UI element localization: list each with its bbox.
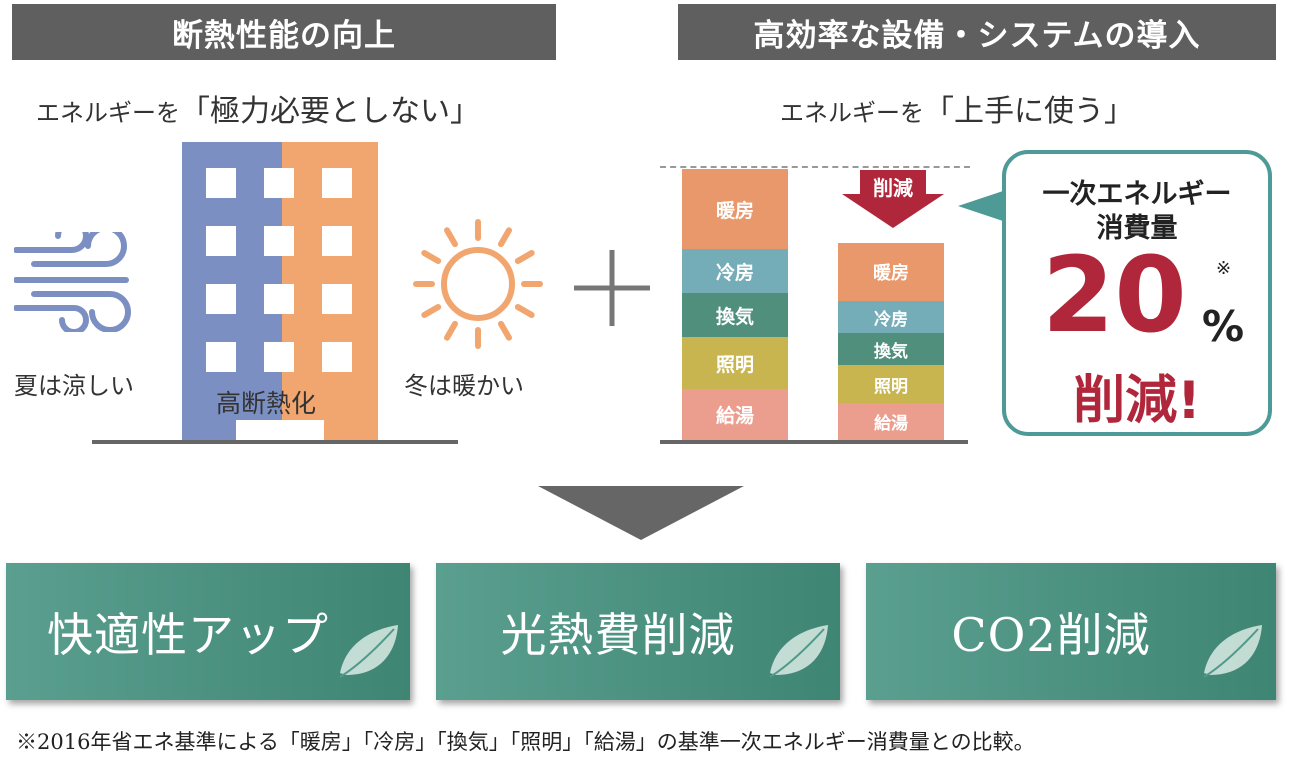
before-bar-lighting-label: 照明 xyxy=(715,353,754,376)
result-panel-energy-cost-label: 光熱費削減 xyxy=(500,607,736,662)
before-bar-heating-label: 暖房 xyxy=(715,199,754,222)
building-window xyxy=(264,226,294,256)
sun-ray xyxy=(421,304,442,318)
building-window xyxy=(322,168,352,198)
after-bar-ventilation-label: 換気 xyxy=(874,341,908,362)
after-bar: 暖房 冷房 換気 照明 給湯 xyxy=(838,243,944,440)
right-header: 高効率な設備・システムの導入 xyxy=(678,4,1276,60)
building-window xyxy=(206,284,236,314)
before-bar-ventilation: 換気 xyxy=(682,293,788,337)
building-window xyxy=(322,226,352,256)
plus-icon xyxy=(574,250,650,326)
result-panel-co2: CO2削減 xyxy=(866,563,1276,700)
left-header-text: 断熱性能の向上 xyxy=(172,17,396,54)
reduction-arrow: 削減 xyxy=(842,170,944,228)
before-bar-ventilation-label: 換気 xyxy=(715,305,754,328)
after-bar-heating: 暖房 xyxy=(838,243,944,301)
wind-caption: 夏は涼しい xyxy=(14,372,134,400)
leaf-icon xyxy=(769,625,828,678)
sun-ray xyxy=(444,320,458,341)
before-bar-hot-water: 給湯 xyxy=(682,389,788,440)
building-window xyxy=(206,342,236,372)
baseline-dashed-line xyxy=(660,166,970,168)
savings-callout: 一次エネルギー 消費量 20 % ※ 削減! xyxy=(1002,150,1272,436)
after-bar-ventilation: 換気 xyxy=(838,333,944,365)
result-panel-energy-cost: 光熱費削減 xyxy=(436,563,840,700)
right-subtitle-main: 「上手に使う」 xyxy=(924,94,1134,129)
before-bar-lighting: 照明 xyxy=(682,337,788,389)
result-panel-comfort-label: 快適性アップ xyxy=(47,607,329,662)
sun-ray xyxy=(498,320,512,341)
reduction-arrow-label: 削減 xyxy=(873,176,913,200)
sun-ray xyxy=(498,227,512,248)
building-caption: 高断熱化 xyxy=(216,389,317,418)
result-panel-comfort: 快適性アップ xyxy=(6,563,410,700)
down-arrow-icon xyxy=(842,170,944,228)
after-bar-lighting: 照明 xyxy=(838,365,944,403)
before-bar-hot-water-label: 給湯 xyxy=(715,405,754,427)
building-window xyxy=(264,342,294,372)
after-bar-hot-water: 給湯 xyxy=(838,403,944,440)
right-subtitle-prefix: エネルギーを xyxy=(780,99,924,127)
before-bar-cooling: 冷房 xyxy=(682,249,788,293)
leaf-icon xyxy=(339,625,398,678)
result-panel-co2-label: CO2削減 xyxy=(951,607,1151,662)
right-subtitle: エネルギーを「上手に使う」 xyxy=(780,86,1134,130)
sun-ray xyxy=(444,227,458,248)
sun-ray xyxy=(514,304,535,318)
after-bar-heating-label: 暖房 xyxy=(873,263,909,284)
before-bar-cooling-label: 冷房 xyxy=(715,261,754,284)
after-bar-cooling: 冷房 xyxy=(838,301,944,333)
right-ground-line xyxy=(660,440,968,444)
callout-note-mark: ※ xyxy=(1216,258,1232,279)
building-window xyxy=(206,226,236,256)
after-bar-hot-water-label: 給湯 xyxy=(874,414,908,434)
left-subtitle-main: 「極力必要としない」 xyxy=(180,94,480,129)
building-entrance xyxy=(236,420,324,442)
left-header: 断熱性能の向上 xyxy=(12,4,556,60)
building-window xyxy=(264,168,294,198)
callout-title-line2: 消費量 xyxy=(1096,213,1178,244)
left-subtitle-prefix: エネルギーを xyxy=(36,99,180,127)
building-window xyxy=(322,284,352,314)
right-header-text: 高効率な設備・システムの導入 xyxy=(753,17,1201,54)
sun-ray xyxy=(514,250,535,264)
sun-caption: 冬は暖かい xyxy=(404,372,524,400)
callout-unit: % xyxy=(1202,302,1245,351)
before-bar: 暖房 冷房 換気 照明 給湯 xyxy=(682,169,788,440)
sun-ray xyxy=(421,250,442,264)
callout-title-line1: 一次エネルギー xyxy=(1042,179,1232,210)
building xyxy=(182,142,378,442)
after-bar-cooling-label: 冷房 xyxy=(874,309,908,330)
callout-pointer xyxy=(958,190,1006,222)
callout-action: 削減! xyxy=(1073,371,1201,431)
left-subtitle: エネルギーを「極力必要としない」 xyxy=(36,86,480,130)
left-ground-line xyxy=(92,440,458,444)
result-down-arrow-icon xyxy=(538,486,744,540)
building-window xyxy=(264,284,294,314)
leaf-icon xyxy=(1203,625,1262,678)
after-bar-lighting-label: 照明 xyxy=(874,376,908,397)
callout-value: 20 xyxy=(1042,234,1187,356)
footnote: ※2016年省エネ基準による「暖房」「冷房」「換気」「照明」「給湯」の基準一次エ… xyxy=(16,730,1035,754)
sun-icon xyxy=(413,219,543,349)
wind-icon xyxy=(14,232,131,332)
building-window xyxy=(206,168,236,198)
building-window xyxy=(322,342,352,372)
before-bar-heating: 暖房 xyxy=(682,169,788,249)
